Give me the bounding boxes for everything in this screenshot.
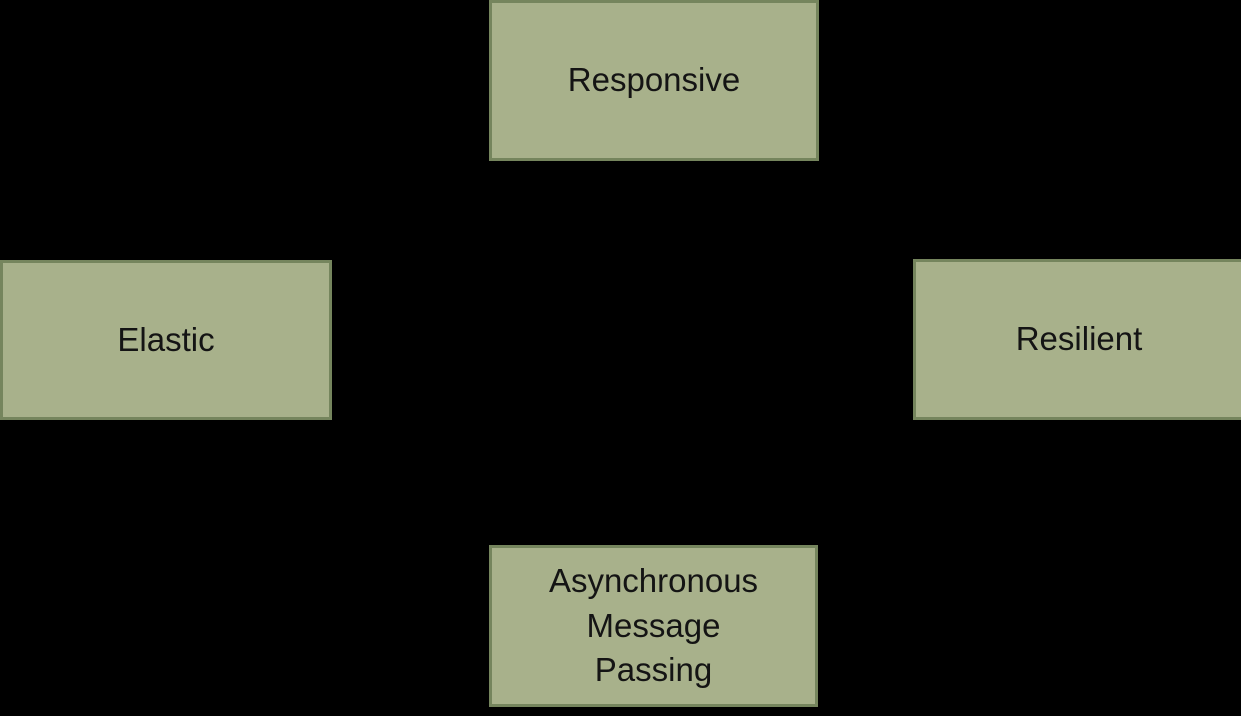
node-message-passing-label-line1: Asynchronous	[548, 561, 759, 599]
edge-elastic-responsive	[161, 73, 494, 264]
edge-resilient-responsive	[814, 73, 1083, 264]
node-message-passing-label-line2: Message	[586, 606, 721, 644]
node-elastic: Elastic	[0, 260, 332, 420]
node-responsive: Responsive	[489, 0, 819, 161]
node-responsive-label: Responsive	[567, 61, 741, 99]
edge-message-passing-resilient	[812, 415, 1082, 628]
node-message-passing: Asynchronous Message Passing	[489, 545, 818, 707]
node-resilient: Resilient	[913, 259, 1241, 420]
node-resilient-label: Resilient	[1015, 320, 1143, 358]
node-message-passing-label-line3: Passing	[594, 651, 713, 689]
node-elastic-label: Elastic	[117, 320, 215, 358]
edge-message-passing-elastic	[161, 414, 495, 629]
